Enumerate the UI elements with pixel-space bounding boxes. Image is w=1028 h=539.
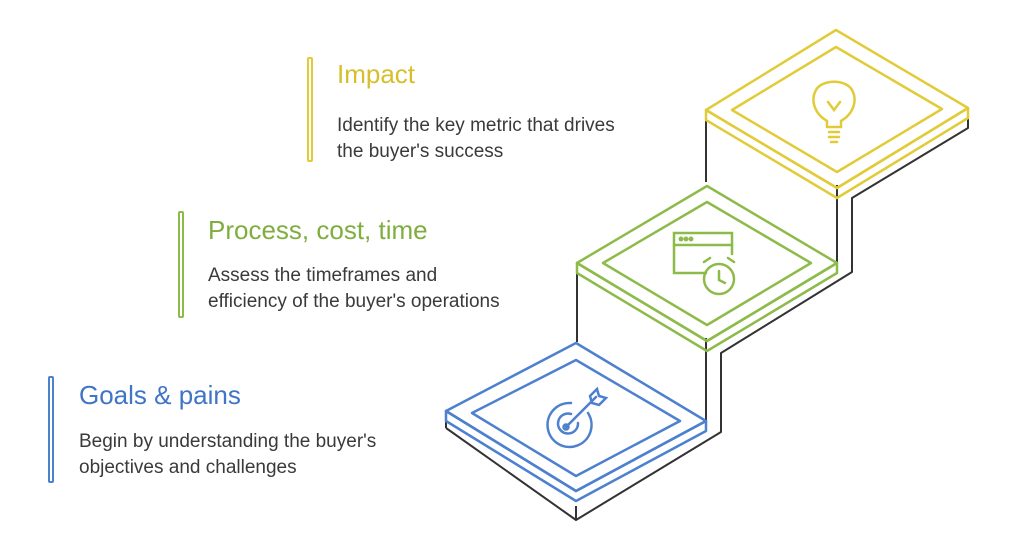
process-description-line: Assess the timeframes and: [208, 265, 438, 286]
browser-clock-icon: [672, 231, 736, 296]
process-description-line: efficiency of the buyer's operations: [208, 291, 500, 312]
target-arrow-icon: [546, 386, 609, 449]
goals-title: Goals & pains: [79, 380, 241, 410]
process-accent-bar: [178, 211, 184, 318]
process-title: Process, cost, time: [208, 215, 428, 245]
impact-description-line: the buyer's success: [337, 141, 504, 162]
goals-step-tile: [444, 341, 708, 503]
process-step-tile: [575, 184, 839, 353]
impact-description-line: Identify the key metric that drives: [337, 115, 615, 136]
goals-description-line: objectives and challenges: [79, 457, 297, 478]
goals-accent-bar: [48, 376, 54, 483]
impact-title: Impact: [337, 59, 416, 89]
impact-accent-bar: [307, 57, 313, 162]
goals-description: Begin by understanding the buyer's objec…: [79, 429, 376, 481]
goals-description-line: Begin by understanding the buyer's: [79, 431, 377, 452]
impact-step-tile: [704, 28, 970, 200]
process-description: Assess the timeframes and efficiency of …: [208, 263, 500, 315]
impact-description: Identify the key metric that drives the …: [337, 113, 615, 165]
lightbulb-icon: [812, 80, 856, 144]
